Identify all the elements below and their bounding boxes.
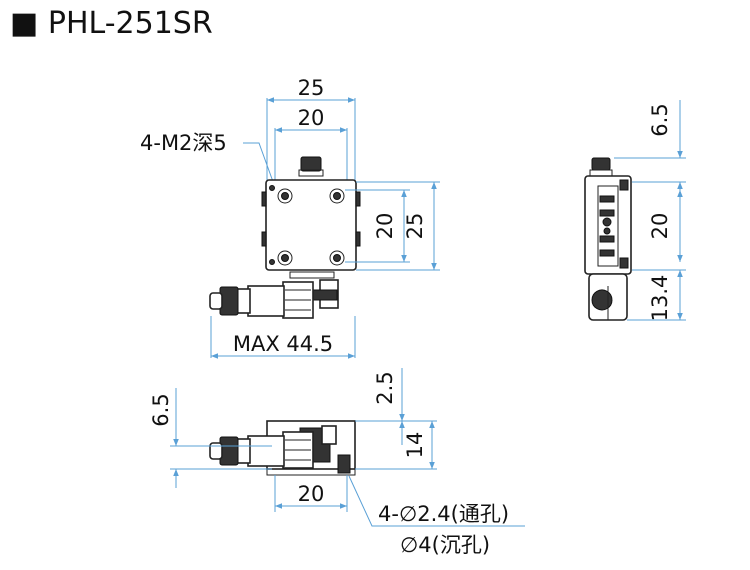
dim-front-top-right: 2.5 [373,371,397,404]
top-view: 25 20 4-M2深5 20 25 [140,76,440,359]
dim-front-left: 6.5 [149,393,173,426]
hole-leader-line [348,475,525,527]
dim-front-bottom: 20 [298,482,325,506]
locking-knob-icon [300,156,322,172]
dim-right-inner: 20 [373,213,397,240]
dim-top-outer: 25 [298,76,325,100]
mounting-hole-icon [277,188,293,204]
locking-knob-icon [591,157,611,171]
mounting-hole-icon [329,250,345,266]
side-view: 6.5 20 13.4 [584,100,686,322]
stage-body [265,179,357,271]
dim-side-top: 6.5 [648,103,672,136]
mounting-hole-icon [329,188,345,204]
micrometer-icon [209,431,314,469]
page-title: ■ PHL-251SR [10,6,213,41]
micrometer-icon [209,271,339,319]
dim-right-outer: 25 [403,213,427,240]
screw-leader-line [243,142,277,191]
dim-side-bottom: 13.4 [648,275,672,322]
dim-front-right: 14 [403,432,427,459]
dim-side-mid: 20 [648,213,672,240]
screw-thread-label: 4-M2深5 [140,131,227,155]
hole-label: 4-∅2.4(通孔) [378,502,509,526]
dim-max: MAX 44.5 [233,332,333,356]
dim-top-inner: 20 [298,106,325,130]
mounting-hole-icon [277,250,293,266]
front-view: 6.5 2.5 14 20 4-∅2.4(通孔) ∅4(沉孔) [149,368,525,557]
counterbore-label: ∅4(沉孔) [400,533,490,557]
